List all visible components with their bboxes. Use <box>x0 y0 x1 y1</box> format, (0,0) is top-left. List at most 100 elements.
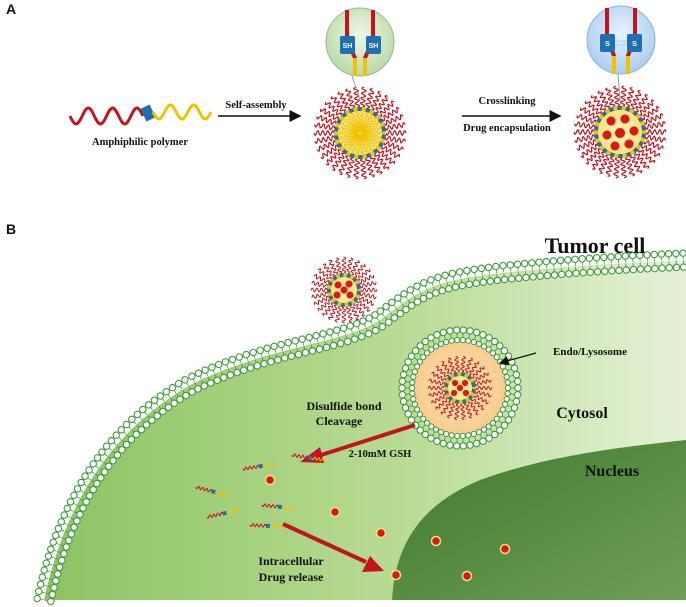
polymer-fragment <box>195 485 230 498</box>
core-strand <box>359 133 370 154</box>
lipid-head-inner <box>503 395 510 403</box>
lipid-head-inner <box>96 474 105 482</box>
lipid-head-outer <box>256 346 264 355</box>
lipid-head-inner <box>280 354 289 362</box>
corona-chain <box>385 130 407 136</box>
lipid-head-inner <box>246 364 255 372</box>
corona-chain <box>613 157 621 179</box>
lipid-head-outer <box>513 260 522 268</box>
core-strand <box>361 132 382 140</box>
lipid-head-inner <box>451 283 460 291</box>
lipid-head <box>452 326 461 334</box>
lipid-head-outer <box>49 538 57 547</box>
lipid-head-outer <box>448 269 457 278</box>
lipid-head <box>411 346 420 355</box>
micelle-crosslinked-drug-loaded <box>573 85 667 179</box>
lipid-head-inner <box>350 335 359 343</box>
lipid-head-inner <box>651 264 659 273</box>
corona-chain <box>311 291 328 299</box>
lipid-head-inner <box>593 268 602 276</box>
lipid-head <box>485 434 493 442</box>
lipid-head-outer <box>305 333 313 342</box>
corona-chain <box>320 108 339 120</box>
corona-chain <box>467 400 479 415</box>
lipid-head-inner <box>615 266 623 275</box>
polymer-fragments <box>195 453 326 529</box>
hydrophobic-chain <box>151 103 213 121</box>
core-strand <box>355 134 362 156</box>
lipid-head-outer <box>291 337 299 345</box>
drug-dot <box>450 378 460 388</box>
drug-dot <box>430 535 442 547</box>
s-right-label: S <box>632 39 637 48</box>
lipid-head-inner <box>499 406 506 413</box>
lipid-head-outer <box>122 420 131 429</box>
corona-chain <box>359 158 367 180</box>
lipid-head-outer <box>394 294 402 302</box>
lipid-head <box>401 364 410 372</box>
corona-chain <box>576 114 597 125</box>
core-strand <box>361 132 381 144</box>
corona-chain <box>613 85 621 107</box>
fragment-yellow <box>281 505 297 511</box>
lipid-head-outer <box>235 353 244 361</box>
drug-dot <box>329 506 341 518</box>
lipid-head <box>512 397 521 406</box>
lipid-head-outer <box>44 552 53 560</box>
lipid-head-inner <box>470 338 477 346</box>
lipid-head-inner <box>465 337 472 344</box>
lipid-head-inner <box>118 446 126 454</box>
lipid-head-inner <box>384 318 393 326</box>
lipid-head <box>510 404 519 412</box>
lipid-head-outer <box>228 355 237 364</box>
core-strand <box>360 125 382 135</box>
release-label-line2: Drug release <box>259 570 324 584</box>
corona-chain <box>473 394 489 405</box>
lipid-head-inner <box>448 337 455 344</box>
lipid-head-outer <box>150 396 159 405</box>
lipid-head <box>472 328 481 337</box>
drug-dot <box>333 280 343 290</box>
corona-chain <box>624 156 635 177</box>
lipid-head-outer <box>672 249 680 258</box>
corona-chain <box>475 379 492 386</box>
drug-dot <box>332 290 342 300</box>
disulfide-cleavage-line1: Disulfide bond <box>306 399 381 413</box>
corona-chain <box>345 157 355 178</box>
lipid-head-outer <box>528 259 536 267</box>
self-assembly-label: Self-assembly <box>225 100 287 111</box>
lipid-head-outer <box>492 262 500 271</box>
corona-chain <box>625 87 635 108</box>
lipid-head-inner <box>402 305 410 314</box>
corona-chain <box>460 355 466 373</box>
corona-chain <box>630 90 642 110</box>
lipid-head-outer <box>51 531 60 540</box>
corona-chain <box>574 134 595 143</box>
lipid-head <box>446 441 454 449</box>
shell-segment <box>617 106 623 110</box>
lipid-head-inner <box>55 563 64 571</box>
lipid-head-inner <box>497 411 504 418</box>
lipid-head-inner <box>79 504 87 512</box>
lipid-head-inner <box>679 263 686 271</box>
lipid-head <box>504 416 513 424</box>
corona-chain <box>381 106 400 122</box>
corona-chain <box>605 87 616 108</box>
corona-chain <box>364 157 375 178</box>
corona-chain <box>645 134 666 143</box>
lipid-head-inner <box>200 382 209 390</box>
lipid-head-outer <box>455 268 464 276</box>
lipid-head-inner <box>357 332 366 341</box>
corona-chain <box>475 385 493 391</box>
lipid-head-inner <box>409 390 416 397</box>
lipid-head-inner <box>432 343 440 350</box>
lipid-head-inner <box>629 265 638 274</box>
corona-chain <box>353 158 361 180</box>
corona-chain <box>334 306 342 323</box>
corona-chain <box>378 100 395 118</box>
core-strand <box>343 133 360 149</box>
lipid-head-inner <box>499 363 506 370</box>
drug-dot <box>619 113 631 125</box>
corona-chain <box>313 274 330 284</box>
lipid-head-inner <box>100 468 109 476</box>
